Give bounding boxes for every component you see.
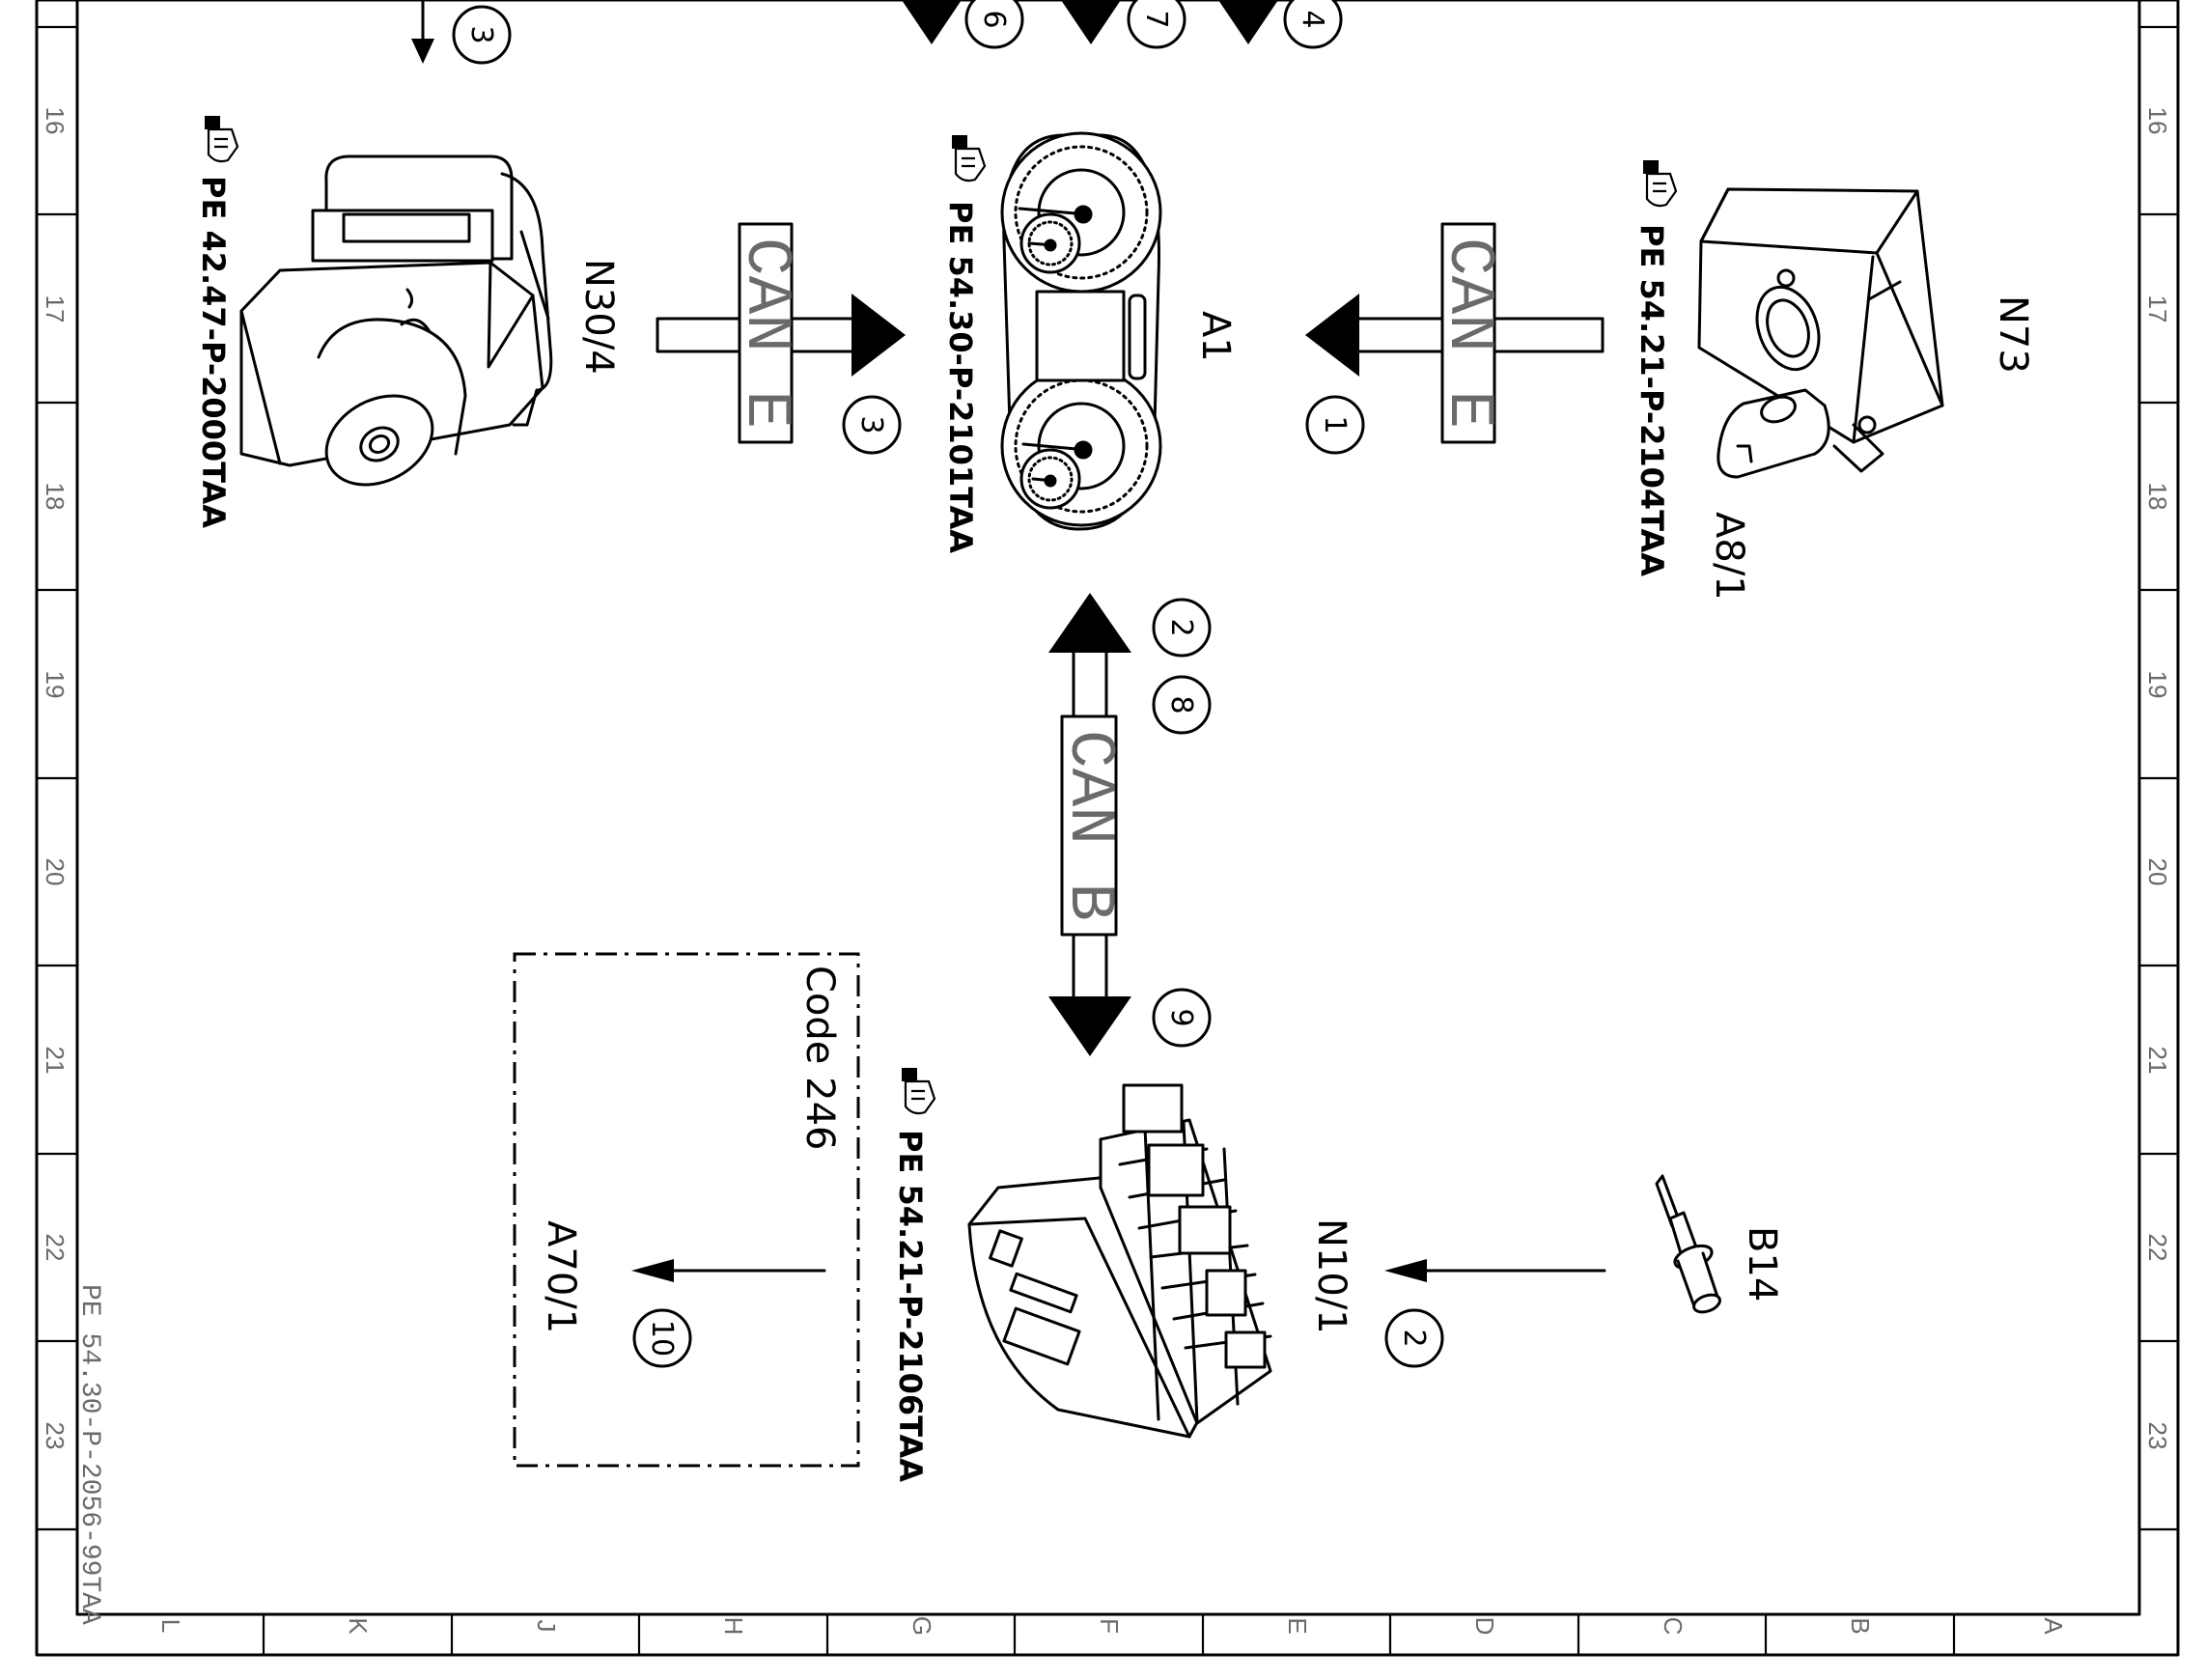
top-continuation-arrows: 3 6 7 4 (411, 0, 1343, 65)
component-b14[interactable]: B14 (1655, 1174, 1784, 1315)
instrument-cluster-icon (1000, 131, 1162, 531)
signal-number: 1 (1318, 415, 1352, 434)
bus-label: CAN E (1433, 238, 1505, 429)
row-number: 17 (41, 295, 70, 323)
column-letter: F (1095, 1618, 1124, 1634)
abs-control-unit-icon (239, 154, 553, 487)
row-number: 19 (2143, 671, 2172, 699)
row-number: 21 (41, 1047, 70, 1075)
row-number: 23 (41, 1422, 70, 1450)
bus-label: CAN E (730, 238, 802, 429)
signal-number: 2 (1397, 1329, 1431, 1347)
component-a1[interactable]: A1 PE 54.30-P-2101TAA (942, 131, 1238, 553)
bus-label: CAN B (1053, 730, 1126, 921)
column-letter: H (719, 1617, 748, 1636)
component-code: A1 (1193, 311, 1238, 362)
signal-number: 4 (1296, 10, 1329, 28)
row-number: 18 (2143, 483, 2172, 511)
row-ruler-left: 16 17 18 19 20 21 22 23 (37, 25, 77, 1531)
component-n10-1[interactable]: N10/1 PE 54.21-P-2106TAA (892, 1068, 1354, 1482)
component-code: A8/1 (1707, 512, 1751, 601)
row-number: 20 (41, 858, 70, 886)
row-number: 22 (41, 1234, 70, 1262)
signal-number: 10 (645, 1320, 679, 1357)
column-letter: L (156, 1619, 185, 1633)
bus-can-e-right: CAN E 1 (1305, 222, 1605, 455)
component-code: N10/1 (1309, 1218, 1354, 1334)
column-letter: A (2039, 1617, 2068, 1635)
hand-pointer-icon (1643, 160, 1678, 208)
row-number: 18 (41, 483, 70, 511)
bus-can-b: CAN B 2 8 9 (1048, 593, 1212, 1056)
row-ruler-right: 16 17 18 19 20 21 22 23 (2139, 25, 2178, 1531)
component-n30-4[interactable]: N30/4 PE 42.47-P-2000TAA (195, 116, 621, 528)
signal-number: 7 (1139, 10, 1173, 28)
signal-number: 8 (1164, 695, 1198, 714)
row-number: 16 (2143, 107, 2172, 135)
component-code: A70/1 (539, 1220, 583, 1333)
row-number: 17 (2143, 295, 2172, 323)
transmitter-key-icon (1717, 388, 1830, 479)
column-letter: J (532, 1620, 561, 1633)
signal-number: 2 (1164, 618, 1198, 636)
reference-link[interactable]: PE 42.47-P-2000TAA (195, 176, 232, 528)
column-letter: G (907, 1616, 936, 1636)
row-number: 23 (2143, 1422, 2172, 1450)
signal-number: 9 (1164, 1008, 1198, 1026)
signal-number: 3 (464, 25, 498, 43)
column-letter: E (1283, 1617, 1312, 1634)
component-n73[interactable]: N73 PE 54.21-P-2104TAA (1633, 160, 2035, 576)
row-number: 21 (2143, 1047, 2172, 1075)
row-number: 22 (2143, 1234, 2172, 1262)
document-id: PE 54.30-P-2056-99TAA (74, 1284, 104, 1625)
component-code: B14 (1740, 1226, 1784, 1302)
bus-can-e-left: CAN E 3 (656, 222, 906, 455)
row-number: 20 (2143, 858, 2172, 886)
sam-control-unit-icon (967, 1083, 1272, 1439)
row-number: 16 (41, 107, 70, 135)
hand-pointer-icon (205, 116, 239, 163)
reference-link[interactable]: PE 54.21-P-2106TAA (892, 1130, 929, 1482)
signal-number: 6 (977, 10, 1011, 28)
temperature-sensor-icon (1655, 1174, 1721, 1314)
signal-number: 3 (854, 415, 888, 434)
reference-link[interactable]: PE 54.30-P-2101TAA (942, 201, 979, 553)
signal-b14-to-n10-1: 2 (1384, 1259, 1606, 1368)
reference-link[interactable]: PE 54.21-P-2104TAA (1633, 224, 1670, 576)
column-letter: B (1846, 1617, 1875, 1634)
hand-pointer-icon (952, 135, 987, 182)
ignition-switch-icon (1697, 187, 1944, 473)
hand-pointer-icon (902, 1068, 936, 1115)
drawing-frame (35, 0, 2180, 1657)
column-letter: K (344, 1617, 373, 1635)
option-code: Code 246 (797, 966, 842, 1150)
component-code: N30/4 (576, 259, 621, 375)
component-code: N73 (1991, 295, 2035, 374)
column-ruler-bottom: L K J H G F E D C B A (156, 1614, 2068, 1655)
column-letter: D (1470, 1617, 1499, 1636)
component-a8-1[interactable]: A8/1 (1707, 388, 1830, 601)
column-letter: C (1659, 1617, 1688, 1636)
row-number: 19 (41, 671, 70, 699)
component-a70-1[interactable]: Code 246 A70/1 10 (513, 952, 860, 1468)
